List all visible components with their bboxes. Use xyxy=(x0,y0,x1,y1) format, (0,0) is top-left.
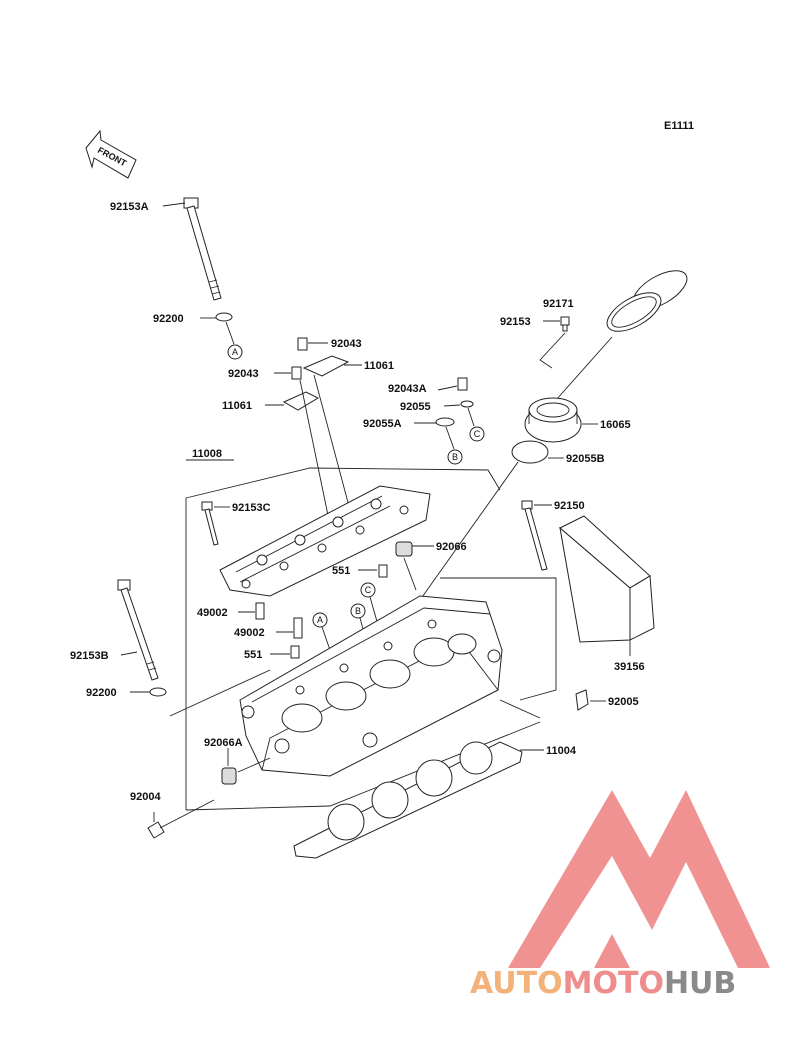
plug-92066A-shape xyxy=(221,767,237,785)
svg-text:B: B xyxy=(452,452,458,462)
guide-49002-a-shape xyxy=(255,602,265,620)
dowel-92043A-shape xyxy=(457,377,468,391)
label-49002-a: 49002 xyxy=(197,607,228,619)
dowel-92043-b-shape xyxy=(291,366,302,380)
label-11004: 11004 xyxy=(546,745,577,757)
insulator-pad-39156-shape xyxy=(559,515,655,643)
label-92153C: 92153C xyxy=(232,502,271,514)
label-11008: 11008 xyxy=(192,448,222,460)
washer-92200-bottom-shape xyxy=(149,687,167,697)
label-92043A: 92043A xyxy=(388,383,427,395)
label-11061-a: 11061 xyxy=(364,360,394,372)
svg-text:A: A xyxy=(232,347,238,357)
bolt-92153A-shape xyxy=(183,197,222,301)
guide-49002-b-shape xyxy=(293,617,303,639)
label-92153B: 92153B xyxy=(70,650,109,662)
ref-marker-b-mid: B xyxy=(350,603,367,641)
plug-92066-shape xyxy=(395,541,413,557)
bolt-92150-shape xyxy=(521,500,548,571)
label-92055B: 92055B xyxy=(566,453,605,465)
label-92153: 92153 xyxy=(500,316,531,328)
label-16065: 16065 xyxy=(600,419,631,431)
ref-marker-c-mid: C xyxy=(360,582,379,626)
label-11061-b: 11061 xyxy=(222,400,252,412)
ref-marker-a-mid: A xyxy=(312,612,331,651)
dowel-551-a-shape xyxy=(378,564,388,578)
oring-92055-shape xyxy=(460,400,474,408)
label-39156: 39156 xyxy=(614,661,645,673)
dowel-92043-a-shape xyxy=(297,337,308,351)
label-92066: 92066 xyxy=(436,541,467,553)
watermark-logo-icon xyxy=(508,790,770,968)
watermark-text: AUTOMOTOHUB xyxy=(470,966,736,1001)
label-92153A: 92153A xyxy=(110,201,149,213)
label-92171: 92171 xyxy=(543,298,574,310)
oring-92055A-shape xyxy=(435,417,455,427)
label-92055A: 92055A xyxy=(363,418,402,430)
ref-marker-a-top: A xyxy=(225,321,243,360)
breather-cover-16065-shape xyxy=(524,397,582,443)
dowel-551-b-shape xyxy=(290,645,300,659)
fitting-92005-shape xyxy=(575,689,589,711)
cam-cap-11061-b-shape xyxy=(282,391,320,411)
label-551-b: 551 xyxy=(244,649,262,661)
bolt-92153C-shape xyxy=(201,501,219,546)
clamp-ring-shape xyxy=(606,270,688,332)
washer-92200-top-shape xyxy=(215,312,233,322)
label-92004: 92004 xyxy=(130,791,161,803)
svg-text:C: C xyxy=(365,585,372,595)
svg-text:B: B xyxy=(355,606,361,616)
label-92066A: 92066A xyxy=(204,737,243,749)
cylinder-head-cover-11008-shape xyxy=(219,485,431,597)
oring-92055B-shape xyxy=(511,440,549,464)
label-92005: 92005 xyxy=(608,696,639,708)
label-92200-bottom: 92200 xyxy=(86,687,117,699)
cylinder-head-shape xyxy=(239,595,503,777)
stud-92004-shape xyxy=(147,821,165,839)
diagram-code: E1111 xyxy=(664,120,694,132)
bolt-92153B-shape xyxy=(117,579,159,681)
label-92200-top: 92200 xyxy=(153,313,184,325)
label-92150: 92150 xyxy=(554,500,585,512)
svg-text:A: A xyxy=(317,615,323,625)
head-gasket-11004-shape xyxy=(293,741,523,859)
svg-text:C: C xyxy=(474,429,481,439)
screw-92153-shape xyxy=(560,316,570,332)
ref-marker-c-top: C xyxy=(467,407,485,442)
cam-cap-11061-a-shape xyxy=(302,355,350,377)
label-92043-a: 92043 xyxy=(331,338,362,350)
ref-marker-b-top: B xyxy=(445,426,463,465)
label-551-a: 551 xyxy=(332,565,350,577)
label-92043-b: 92043 xyxy=(228,368,259,380)
front-arrow-icon: FRONT xyxy=(85,129,137,179)
label-92055: 92055 xyxy=(400,401,431,413)
label-49002-b: 49002 xyxy=(234,627,265,639)
